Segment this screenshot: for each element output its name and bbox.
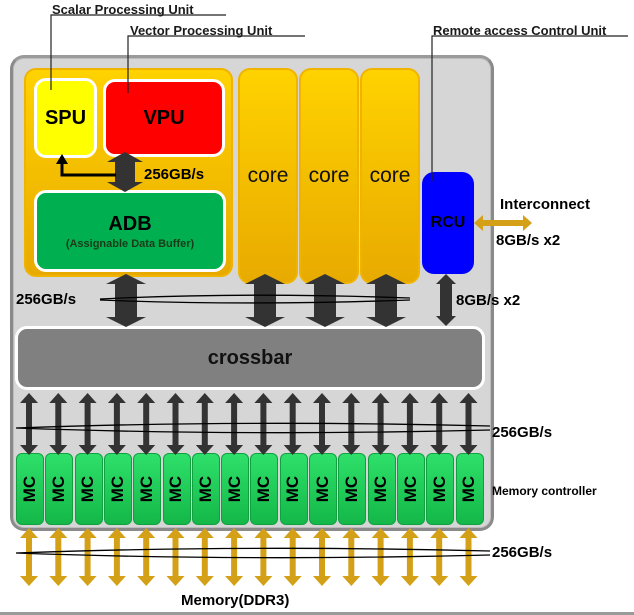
memory-controller-block: MC (45, 453, 74, 525)
core-crossbar-bandwidth-label: 256GB/s (16, 291, 77, 308)
memory-controller-label: MC (430, 475, 450, 503)
mc-memory-arrow (371, 528, 390, 586)
rcu-callout-label: Remote access Control Unit (433, 23, 607, 38)
rcu-crossbar-bandwidth-label: 8GB/s x2 (456, 292, 521, 309)
memory-controller-block: MC (455, 453, 484, 525)
memory-controller-block: MC (338, 453, 367, 525)
crossbar-mc-bandwidth-label: 256GB/s (492, 424, 553, 441)
core-block-3: core (360, 68, 420, 284)
mc-memory-arrow (400, 528, 419, 586)
mc-memory-arrow (166, 528, 185, 586)
memory-label: Memory(DDR3) (181, 592, 290, 609)
core-label: core (308, 164, 350, 187)
memory-controller-block: MC (191, 453, 220, 525)
memory-controller-label: MC (400, 475, 420, 503)
core-block-2: core (299, 68, 359, 284)
memory-controller-label: MC (20, 475, 40, 503)
crossbar-block: crossbar (15, 326, 485, 390)
mc-memory-arrow (459, 528, 478, 586)
mc-memory-arrow (342, 528, 361, 586)
rcu-label: RCU (430, 214, 466, 231)
memory-bandwidth-label: 256GB/s (492, 544, 553, 561)
memory-controller-label: MC (166, 475, 186, 503)
adb-block: ADB (Assignable Data Buffer) (34, 190, 226, 272)
mc-memory-arrow (49, 528, 68, 586)
rcu-block: RCU (422, 172, 474, 274)
mc-memory-arrow (20, 528, 38, 586)
memory-controller-label: MC (313, 475, 333, 503)
memory-controller-block: MC (367, 453, 396, 525)
internal-bandwidth-label: 256GB/s (144, 166, 205, 183)
memory-controller-label: MC (283, 475, 303, 503)
memory-controller-label: MC (107, 475, 127, 503)
mc-memory-arrow (78, 528, 97, 586)
memory-controller-label: MC (371, 475, 391, 503)
crossbar-label: crossbar (207, 346, 293, 369)
memory-controller-block: MC (133, 453, 162, 525)
memory-controller-label: MC (459, 475, 479, 503)
core-label: core (369, 164, 411, 187)
core-label: core (247, 164, 289, 187)
memory-controller-block: MC (396, 453, 425, 525)
memory-controller-block: MC (74, 453, 103, 525)
mc-memory-arrow (254, 528, 273, 586)
mc-memory-arrow (137, 528, 156, 586)
memory-controller-block: MC (250, 453, 279, 525)
spu-label: SPU (44, 106, 87, 129)
memory-controller-label: MC (342, 475, 362, 503)
memory-controller-block: MC (103, 453, 132, 525)
memory-controller-block: MC (426, 453, 455, 525)
memory-controller-legend: Memory controller (492, 484, 597, 498)
adb-subtitle: (Assignable Data Buffer) (65, 237, 195, 250)
spu-callout-label: Scalar Processing Unit (52, 2, 194, 17)
memory-controller-block: MC (162, 453, 191, 525)
memory-controller-block: MC (279, 453, 308, 525)
memory-controller-block: MC (16, 453, 44, 525)
interconnect-bandwidth-label: 8GB/s x2 (496, 232, 561, 249)
spu-block: SPU (34, 78, 97, 158)
mc-memory-bundle-line (15, 547, 491, 559)
adb-label: ADB (108, 212, 152, 235)
mc-memory-arrow (283, 528, 302, 586)
core-block-1: core (238, 68, 298, 284)
mc-memory-arrow (430, 528, 449, 586)
memory-controller-label: MC (225, 475, 245, 503)
vpu-callout-label: Vector Processing Unit (130, 23, 273, 38)
memory-controller-label: MC (254, 475, 274, 503)
vpu-block: VPU (103, 79, 225, 157)
memory-controller-label: MC (195, 475, 215, 503)
mc-memory-arrow (195, 528, 214, 586)
memory-controller-label: MC (49, 475, 69, 503)
mc-memory-arrow (107, 528, 126, 586)
vpu-label: VPU (143, 106, 185, 129)
memory-controller-block: MC (221, 453, 250, 525)
memory-controller-label: MC (78, 475, 98, 503)
memory-controller-label: MC (137, 475, 157, 503)
interconnect-label: Interconnect (500, 196, 591, 213)
mc-memory-arrow (225, 528, 244, 586)
memory-controller-block: MC (309, 453, 337, 525)
bottom-rule (0, 612, 634, 615)
mc-memory-arrow (313, 528, 331, 586)
